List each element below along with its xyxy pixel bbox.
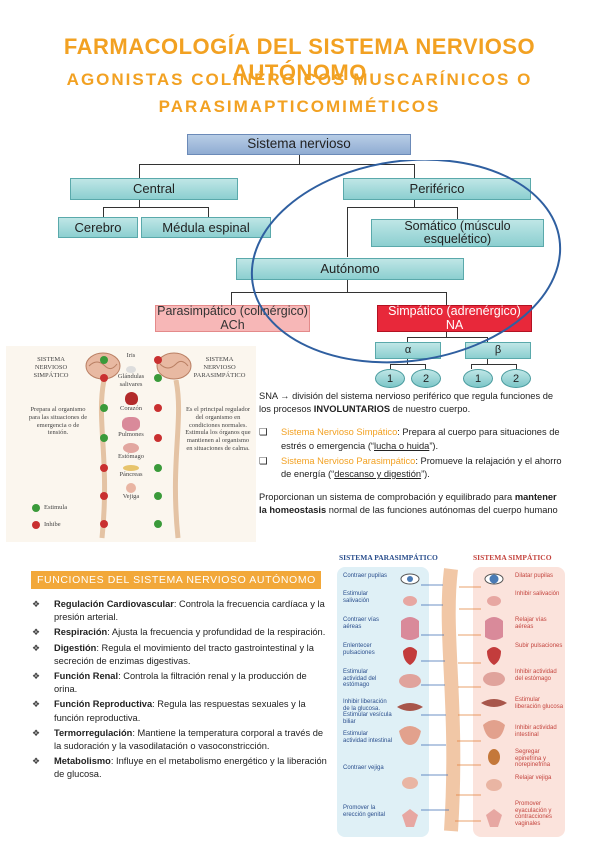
diamond-bullet-icon: ❖: [32, 642, 41, 653]
brain-right-icon: [156, 352, 192, 380]
diamond-bullet-icon: ❖: [32, 599, 41, 609]
tree-node-beta-2: 2: [501, 369, 531, 388]
page-subtitle-line1: AGONISTAS COLINÉRGICOS MUSCARÍNICOS O: [66, 70, 533, 89]
homeostasis-text: Proporcionan un sistema de comprobación …: [259, 492, 558, 516]
organ-stomach: Estómago: [118, 452, 144, 460]
checkbox-bullet-icon: ❑: [259, 427, 268, 438]
diamond-bullet-icon: ❖: [32, 727, 41, 738]
diamond-bullet-icon: ❖: [32, 670, 41, 681]
legend-inhibit: Inhibe: [32, 521, 92, 529]
diamond-bullet-icon: ❖: [32, 699, 41, 710]
tree-node-brain: Cerebro: [58, 217, 138, 238]
organ-salivary: Glándulas salivares: [117, 372, 145, 388]
para-panel: [337, 567, 429, 837]
list-item: ❖Digestión: Regula el movimiento del tra…: [32, 642, 314, 666]
tree-node-alpha: α: [375, 342, 441, 359]
highlight-ellipse: [250, 160, 562, 364]
organ-iris: Iris: [126, 352, 136, 359]
list-item: ❖Regulación Cardiovascular: Controla la …: [32, 599, 325, 623]
pancreas-icon: [123, 464, 139, 471]
tree-node-spinal-cord: Médula espinal: [141, 217, 271, 238]
parasympathetic-figure-desc: Es el principal regulador del organismo …: [185, 406, 251, 452]
tree-node-nervous-system: Sistema nervioso: [187, 134, 411, 155]
figure-legend: Estimula Inhibe: [32, 504, 92, 529]
diamond-bullet-icon: ❖: [32, 627, 41, 638]
sna-intro: SNA → división del sistema nervioso peri…: [259, 391, 554, 415]
effect-markers: [100, 356, 162, 528]
tree-node-beta: β: [465, 342, 531, 359]
sympathetic-figure-desc: Prepara al organismo para las situacione…: [28, 406, 88, 437]
heart-icon: [124, 392, 138, 406]
organ-pancreas: Páncreas: [119, 470, 143, 478]
autonomic-comparison-figure: SISTEMA NERVIOSO SIMPÁTICO SISTEMA NERVI…: [6, 346, 256, 542]
legend-stimulate: Estimula: [32, 504, 92, 512]
list-item: ❖Termorregulación: Mantiene la temperatu…: [32, 727, 324, 751]
nerve-pathways-icon: [421, 568, 481, 832]
symp-organs-icon: [481, 573, 507, 827]
bladder-icon: [126, 482, 136, 493]
organ-column: Iris Glándulas salivares Corazón Pulmone…: [114, 350, 148, 500]
para-effects: Contraer pupilas Estimular salivación Co…: [343, 573, 393, 818]
tree-node-alpha-1: 1: [375, 369, 405, 388]
list-item: ❖Función Renal: Controla la filtración r…: [32, 670, 307, 695]
para-organs-icon: [397, 573, 423, 827]
organ-bladder: Vejiga: [122, 492, 140, 500]
sympathetic-definition: ❑ Sistema Nervioso Simpático: Prepara al…: [259, 427, 560, 451]
tree-node-somatic: Somático (músculo esquelético): [371, 219, 544, 247]
salivary-gland-icon: [126, 365, 136, 373]
organ-lungs: Pulmones: [118, 431, 144, 439]
tree-node-autonomic: Autónomo: [236, 258, 464, 280]
list-item: ❖Metabolismo: Influye en el metabolismo …: [32, 756, 327, 780]
tree-node-alpha-2: 2: [411, 369, 441, 388]
list-item: ❖Respiración: Ajusta la frecuencia y pro…: [32, 627, 326, 638]
inhibit-dot-icon: [32, 521, 40, 529]
tree-node-central: Central: [70, 178, 238, 200]
functions-list: ❖Regulación Cardiovascular: Controla la …: [32, 598, 332, 783]
sna-description: SNA → división del sistema nervioso peri…: [259, 390, 564, 518]
checkbox-bullet-icon: ❑: [259, 455, 268, 466]
para-symp-comparison-figure: SISTEMA PARASIMPÁTICO SISTEMA SIMPÁTICO …: [335, 551, 567, 843]
lungs-icon: [122, 417, 140, 432]
symp-figure-title: SISTEMA SIMPÁTICO: [473, 553, 552, 562]
parasympathetic-definition: ❑ Sistema Nervioso Parasimpático: Promue…: [259, 455, 562, 479]
organ-heart: Corazón: [119, 405, 143, 413]
tree-node-sympathetic: Simpático (adrenérgico) NA: [377, 305, 532, 332]
tree-node-parasympathetic: Parasimpático (colinérgico) ACh: [155, 305, 310, 332]
stomach-icon: [123, 442, 139, 453]
page-subtitle-line2: PARASIMAPTICOMIMÉTICOS: [158, 97, 441, 116]
tree-node-peripheral: Periférico: [343, 178, 531, 200]
page-title: FARMACOLOGÍA DEL SISTEMA NERVIOSO AUTÓNO…: [63, 34, 536, 85]
parasympathetic-figure-title: SISTEMA NERVIOSO PARASIMPÁTICO: [193, 356, 246, 379]
symp-effects: Dilatar pupilas Inhibir salivación Relaj…: [515, 573, 564, 827]
list-item: ❖Función Reproductiva: Regula las respue…: [32, 699, 306, 723]
diamond-bullet-icon: ❖: [32, 756, 41, 767]
spinal-cords-icon: [98, 380, 182, 539]
functions-header: FUNCIONES DEL SISTEMA NERVIOSO AUTÓNOMO: [31, 571, 321, 589]
sympathetic-figure-title: SISTEMA NERVIOSO SIMPÁTICO: [33, 356, 69, 379]
stimulate-dot-icon: [32, 504, 40, 512]
tree-node-beta-1: 1: [463, 369, 493, 388]
para-figure-title: SISTEMA PARASIMPÁTICO: [339, 553, 438, 562]
